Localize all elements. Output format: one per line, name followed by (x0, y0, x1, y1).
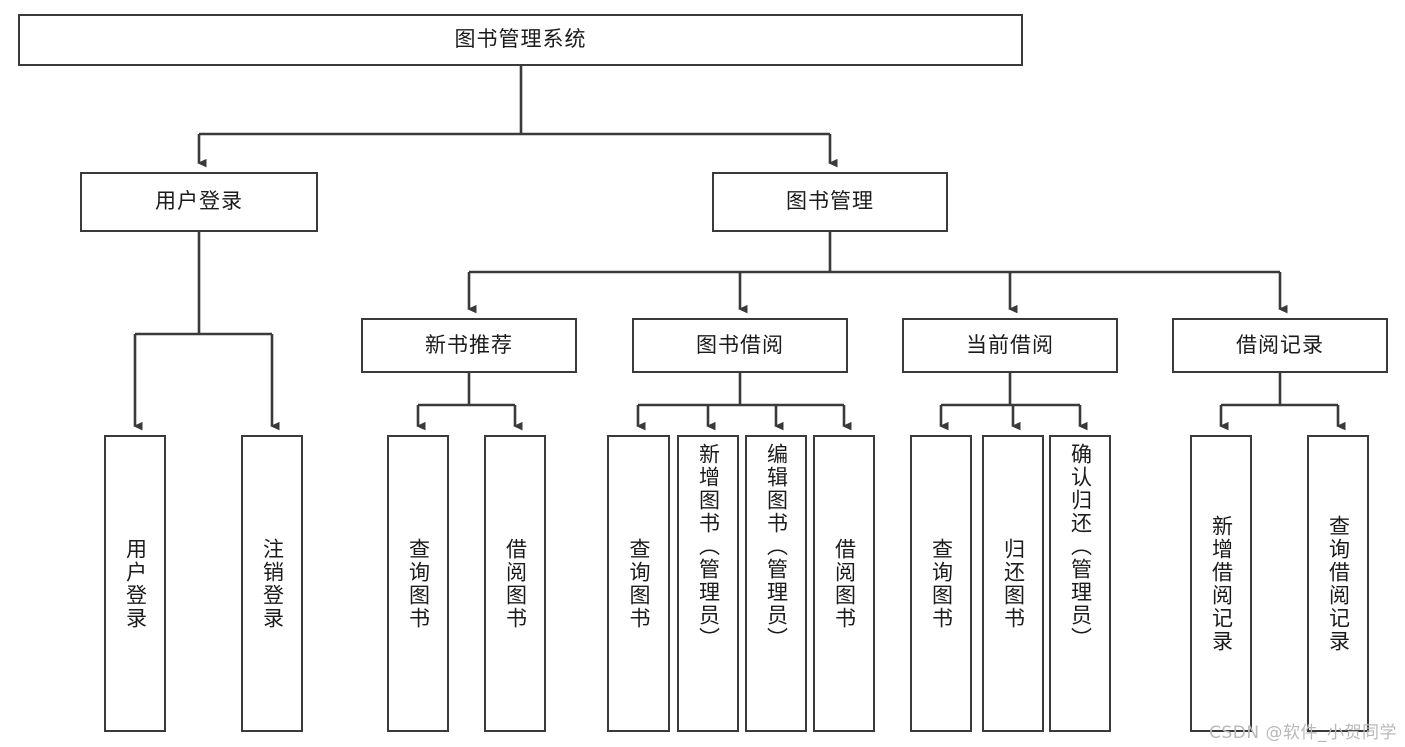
leaf-edit-book-admin[interactable]: 编辑图书（管理员） (745, 435, 807, 732)
leaf-label: 查询图书 (406, 537, 431, 630)
leaf-label: 新增图书（管理员） (696, 443, 721, 650)
leaf-return-book[interactable]: 归还图书 (982, 435, 1044, 732)
leaf-label: 新增借阅记录 (1209, 514, 1234, 653)
leaf-label: 查询图书 (626, 537, 651, 630)
leaf-label: 借阅图书 (503, 537, 528, 630)
leaf-borrow-book[interactable]: 借阅图书 (813, 435, 875, 732)
leaf-query-book-current[interactable]: 查询图书 (910, 435, 972, 732)
leaf-query-borrow-record[interactable]: 查询借阅记录 (1307, 435, 1369, 732)
leaf-label: 用户登录 (123, 537, 148, 630)
leaf-add-book-admin[interactable]: 新增图书（管理员） (677, 435, 739, 732)
node-book-management[interactable]: 图书管理 (712, 172, 948, 232)
watermark: CSDN @软件_小贺同学 (1209, 723, 1397, 743)
leaf-label: 注销登录 (260, 537, 285, 630)
node-book-borrow-label: 图书借阅 (696, 332, 784, 357)
leaf-logout-login[interactable]: 注销登录 (241, 435, 303, 732)
leaf-query-book-borrow[interactable]: 查询图书 (607, 435, 670, 732)
node-user-login-label: 用户登录 (155, 189, 243, 214)
leaf-add-borrow-record[interactable]: 新增借阅记录 (1190, 435, 1252, 732)
leaf-borrow-book-recommend[interactable]: 借阅图书 (484, 435, 546, 732)
leaf-query-book-recommend[interactable]: 查询图书 (387, 435, 449, 732)
node-book-management-label: 图书管理 (786, 189, 874, 214)
leaf-label: 查询图书 (929, 537, 954, 630)
node-user-login[interactable]: 用户登录 (80, 172, 318, 232)
leaf-label: 查询借阅记录 (1326, 514, 1351, 653)
node-root-label: 图书管理系统 (454, 27, 587, 52)
leaf-label: 借阅图书 (832, 537, 857, 630)
leaf-label: 确认归还（管理员） (1068, 443, 1093, 650)
node-current-borrow[interactable]: 当前借阅 (902, 318, 1118, 373)
node-new-book-recommend-label: 新书推荐 (425, 332, 513, 357)
node-borrow-record-label: 借阅记录 (1236, 332, 1324, 357)
leaf-user-login[interactable]: 用户登录 (104, 435, 166, 732)
leaf-label: 编辑图书（管理员） (764, 443, 789, 650)
leaf-confirm-return-admin[interactable]: 确认归还（管理员） (1049, 435, 1111, 732)
node-book-borrow[interactable]: 图书借阅 (632, 318, 848, 373)
node-root[interactable]: 图书管理系统 (18, 14, 1023, 66)
leaf-label: 归还图书 (1001, 537, 1026, 630)
node-current-borrow-label: 当前借阅 (966, 332, 1054, 357)
node-borrow-record[interactable]: 借阅记录 (1172, 318, 1388, 373)
node-new-book-recommend[interactable]: 新书推荐 (361, 318, 577, 373)
